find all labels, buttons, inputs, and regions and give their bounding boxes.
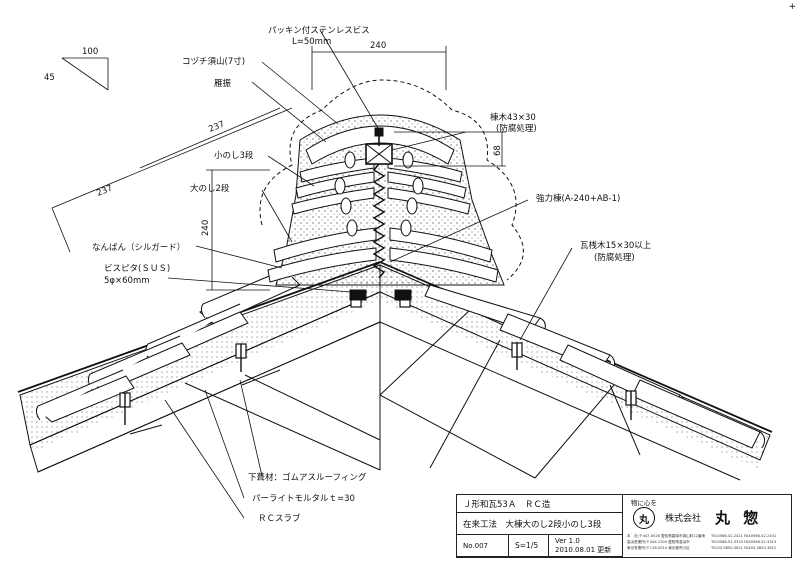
phone-item: TEL0566-52-3333 FAX0566-52-3313 — [711, 540, 777, 544]
dim-240-top: 240 — [370, 41, 386, 51]
oonoshi-label: 大のし2段 — [190, 183, 230, 194]
phone-item: TEL03-5850-3811 FAX03-5850-3812 — [711, 546, 777, 550]
version-cell: Ver 1.0 2010.08.01 更新 — [549, 535, 623, 557]
left-roof-slope — [17, 261, 381, 473]
rc-slab-label: ＲＣスラブ — [258, 513, 301, 524]
phone-item: TEL0566-42-2421 FAX0566-42-2431 — [711, 534, 777, 538]
company-name: 丸 惣 — [715, 509, 763, 527]
phone-list: TEL0566-42-2421 FAX0566-42-2431 TEL0566-… — [711, 533, 789, 551]
corner-mark: + — [788, 2, 796, 12]
office-item: 高浜営業所/〒444-1304 愛知県高浜市 — [627, 540, 690, 544]
screw-length-label: L=50mm — [292, 37, 331, 47]
konoshi-label: 小のし3段 — [214, 150, 254, 161]
screw-label: パッキン付ステンレスビス — [268, 25, 370, 36]
nanban-label: なんばん（シルガード） — [92, 242, 185, 253]
leader-lines — [164, 29, 573, 519]
kyoryokumune-label: 強力棟(A-240+AB-1) — [536, 193, 620, 204]
dimension-lines — [51, 46, 506, 291]
company-logo-icon: 丸 — [633, 507, 655, 529]
office-list: 本 社/〒447-0026 愛知県碧南市城山町12番地 高浜営業所/〒444-1… — [627, 533, 709, 551]
bisupita-label: ビスピタ(ＳＵＳ) — [104, 264, 170, 274]
office-item: 本 社/〒447-0026 愛知県碧南市城山町12番地 — [627, 534, 706, 538]
dim-237-lower: 237 — [95, 183, 114, 198]
ridge-holes — [334, 151, 424, 237]
dim-100: 100 — [82, 47, 98, 57]
perlite-label: パーライトモルタルｔ=30 — [252, 494, 355, 504]
title-block: Ｊ形和瓦53Ａ ＲＣ造 在来工法 大棟大のし2段小のし3段 No.007 S=1… — [456, 494, 792, 558]
dim-240-left: 240 — [201, 220, 211, 236]
gasan-treatment-label: (防腐処理) — [594, 252, 635, 263]
title-row1: Ｊ形和瓦53Ａ ＲＣ造 — [457, 495, 623, 513]
right-roof-tiles — [424, 284, 766, 449]
dim-68: 68 — [493, 145, 503, 156]
dim-45: 45 — [44, 73, 55, 83]
bisupita-size-label: 5φ×60mm — [104, 276, 150, 286]
company-area: 物に心を 丸 株式会社 丸 惣 本 社/〒447-0026 愛知県碧南市城山町1… — [623, 495, 791, 557]
logo-caption: 物に心を — [631, 499, 657, 507]
ridge-stack — [259, 79, 524, 301]
munagi-label: 棟木43×30 — [490, 112, 536, 123]
version-text: Ver 1.0 — [555, 536, 580, 545]
shitabuki-label: 下葺材：ゴムアスルーフィング — [248, 472, 367, 483]
drawing-number: No.007 — [457, 535, 509, 557]
ganburi-label: 雁振 — [214, 78, 232, 89]
drawing-scale: S=1/5 — [509, 535, 549, 557]
munagi-treatment-label: (防腐処理) — [496, 123, 537, 134]
kotsuchi-label: コヅチ須山(7寸) — [182, 56, 245, 67]
office-item: 東京営業所/〒116-0014 東京都荒川区 — [627, 546, 690, 550]
title-row2: 在来工法 大棟大のし2段小のし3段 — [457, 513, 623, 535]
gasan-label: 瓦桟木15×30以上 — [580, 240, 652, 251]
updated-date: 2010.08.01 更新 — [555, 545, 612, 554]
company-prefix: 株式会社 — [665, 514, 702, 524]
